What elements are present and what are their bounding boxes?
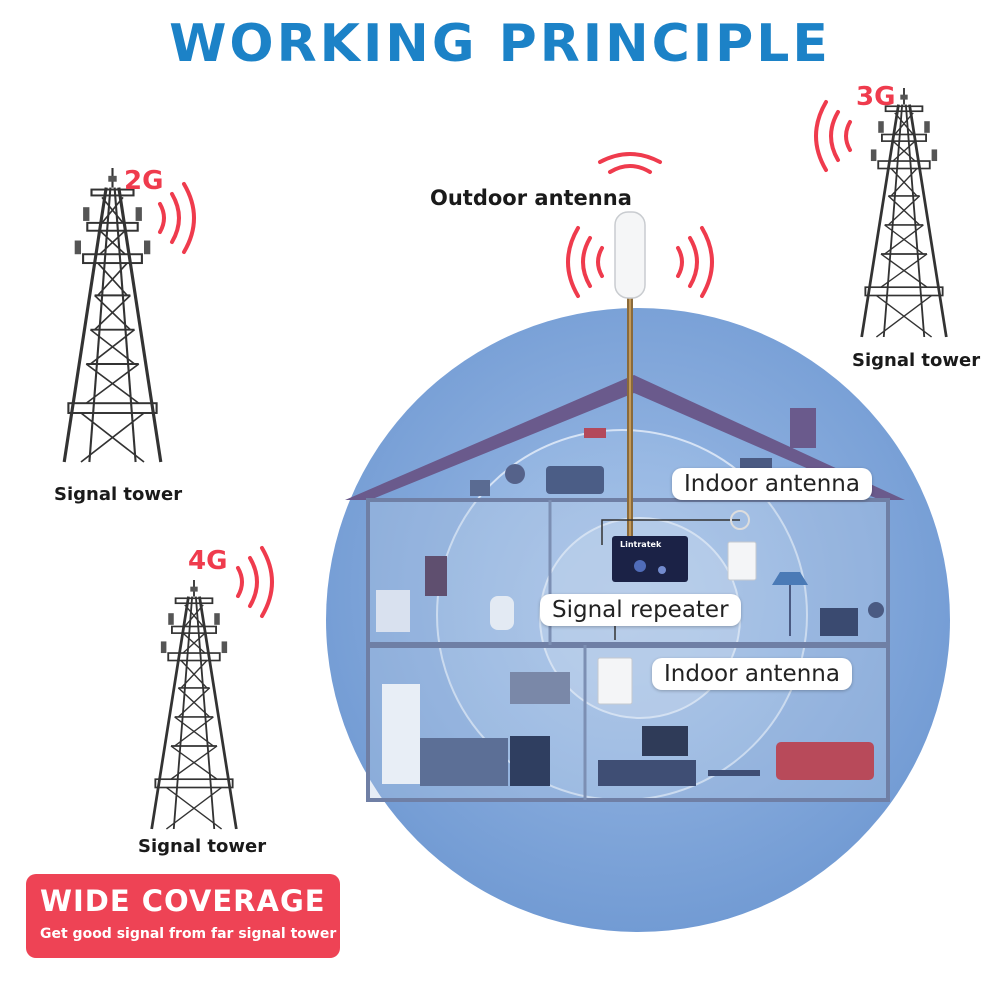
tower-4g-label: 4G — [188, 546, 227, 576]
tower-2g-caption: Signal tower — [54, 484, 182, 505]
badge-title: WIDE COVERAGE — [40, 884, 326, 918]
indoor-antenna-bottom-device — [598, 658, 632, 704]
outdoor-antenna-label: Outdoor antenna — [430, 186, 632, 210]
badge-subtitle: Get good signal from far signal tower — [40, 926, 336, 942]
repeater-brand: Lintratek — [620, 540, 661, 549]
tower-3g-caption: Signal tower — [852, 350, 980, 371]
callout-signal-repeater: Signal repeater — [540, 594, 741, 626]
tower-4g — [152, 580, 237, 829]
callout-indoor-antenna-top: Indoor antenna — [672, 468, 872, 500]
indoor-antenna-top-device — [728, 542, 756, 580]
tower-3g-label: 3G — [856, 82, 895, 112]
tower-2g-label: 2G — [124, 166, 163, 196]
tower-3g — [862, 88, 947, 337]
tower-2g — [64, 168, 161, 462]
wide-coverage-badge: WIDE COVERAGE Get good signal from far s… — [26, 874, 340, 958]
tower-4g-caption: Signal tower — [138, 836, 266, 857]
callout-indoor-antenna-bottom: Indoor antenna — [652, 658, 852, 690]
outdoor-antenna — [615, 212, 645, 298]
